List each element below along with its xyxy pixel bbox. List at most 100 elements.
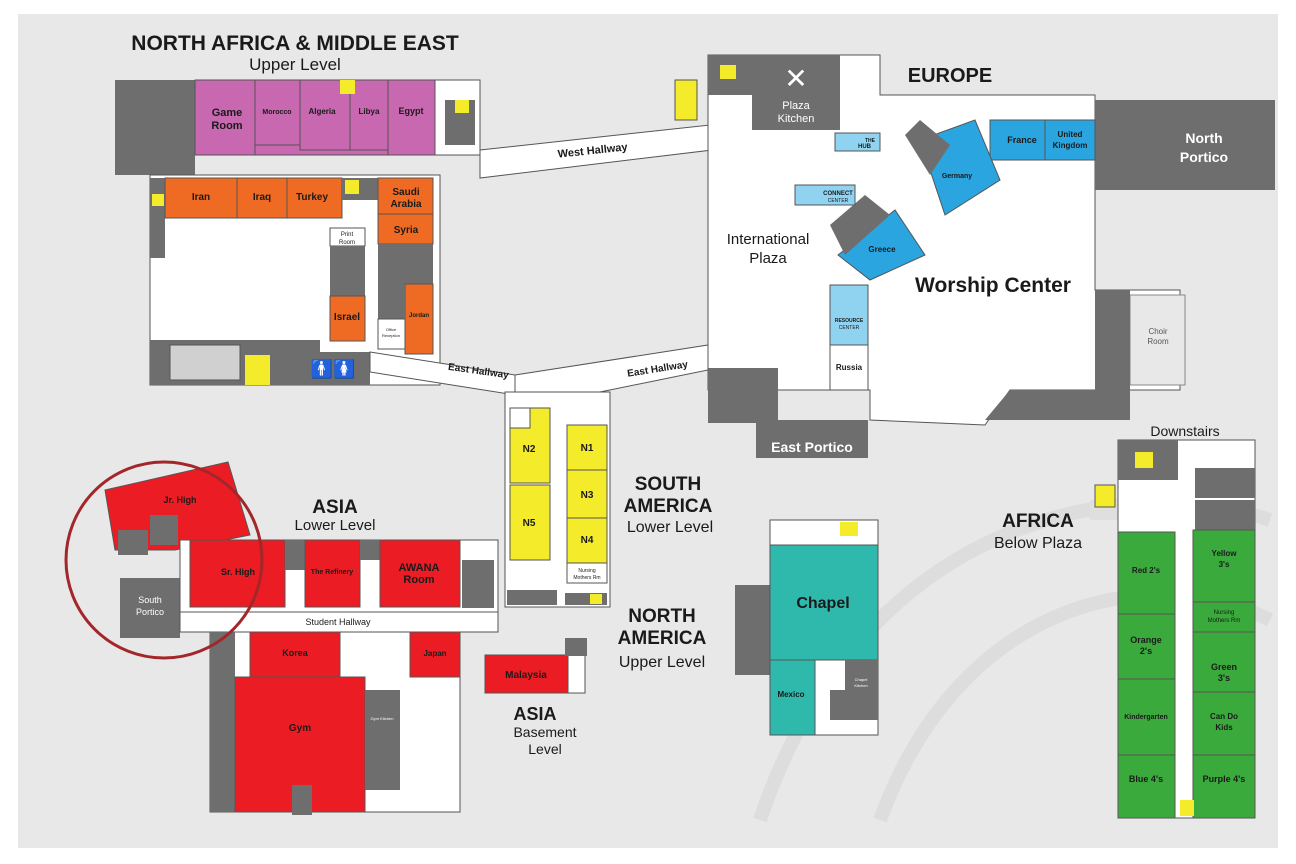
room-green-3s[interactable] bbox=[1192, 631, 1256, 693]
room-east-portico[interactable] bbox=[756, 420, 868, 458]
room-iraq[interactable] bbox=[236, 177, 288, 219]
elevator-icon bbox=[674, 79, 698, 121]
restroom-icon: 🚹🚺 bbox=[311, 358, 356, 379]
connect-label-2: CENTER bbox=[828, 198, 849, 204]
room-jordan[interactable] bbox=[404, 283, 434, 355]
south-america-area bbox=[504, 391, 611, 608]
nursing-africa-label-2: Mothers Rm bbox=[1208, 618, 1241, 624]
korea-label: Korea bbox=[282, 648, 309, 658]
stairs-icon bbox=[1135, 452, 1153, 468]
nursing-label-1: Nursing bbox=[578, 568, 595, 574]
jr-high-label: Jr. High bbox=[163, 495, 196, 505]
sr-high-label: Sr. High bbox=[221, 567, 255, 577]
green3-label-1: Green bbox=[1211, 662, 1237, 672]
egypt-label: Egypt bbox=[398, 106, 423, 116]
chapel-kitchen-label-2: Kitchen bbox=[854, 683, 867, 688]
room-blue-4s[interactable] bbox=[1117, 754, 1176, 819]
room-kindergarten[interactable] bbox=[1117, 678, 1176, 756]
room-chapel-kitchen[interactable] bbox=[845, 660, 878, 690]
room-france[interactable] bbox=[989, 119, 1046, 161]
asia-basement-subtitle-1: Basement bbox=[513, 724, 576, 740]
room-united-kingdom[interactable] bbox=[1044, 119, 1096, 161]
room-office-reception[interactable] bbox=[377, 318, 406, 350]
north-america-title-1: NORTH bbox=[628, 606, 696, 627]
asia-basement-title: ASIA bbox=[513, 704, 556, 724]
worship-center-label: Worship Center bbox=[915, 274, 1071, 297]
room-malaysia[interactable] bbox=[484, 654, 569, 694]
room-plaza-kitchen[interactable] bbox=[752, 55, 840, 130]
morocco-label: Morocco bbox=[262, 109, 291, 116]
room-chapel[interactable] bbox=[769, 544, 879, 661]
orange2-label-1: Orange bbox=[1130, 635, 1162, 645]
the-hub-sign[interactable] bbox=[834, 132, 881, 152]
jordan-label: Jordan bbox=[409, 313, 429, 319]
room-nursing-mothers-africa[interactable] bbox=[1192, 601, 1256, 633]
kitchen-icon: ✕ bbox=[784, 63, 807, 94]
room-nursing-mothers[interactable] bbox=[566, 562, 608, 584]
room-egypt[interactable] bbox=[387, 79, 436, 156]
blue4-label: Blue 4's bbox=[1129, 774, 1163, 784]
algeria-label: Algeria bbox=[308, 107, 336, 116]
asia-basement-subtitle-2: Level bbox=[528, 741, 561, 757]
hub-label-1: THE bbox=[865, 138, 876, 144]
saudi-label-1: Saudi bbox=[392, 187, 419, 198]
room-morocco[interactable] bbox=[254, 79, 301, 146]
south-america-title-2: AMERICA bbox=[624, 496, 713, 517]
room-korea[interactable] bbox=[249, 631, 341, 678]
room-resource-center[interactable] bbox=[829, 284, 869, 346]
chapel-label: Chapel bbox=[796, 595, 849, 612]
room-japan[interactable] bbox=[409, 631, 461, 678]
orange2-label-2: 2's bbox=[1140, 646, 1152, 656]
room-awana[interactable] bbox=[379, 539, 461, 608]
north-portico-label-2: Portico bbox=[1180, 149, 1228, 165]
highlight-circle bbox=[64, 460, 264, 660]
choir-label-1: Choir bbox=[1148, 327, 1167, 336]
room-syria[interactable] bbox=[377, 213, 434, 245]
room-n3[interactable] bbox=[566, 469, 608, 519]
south-america-subtitle: Lower Level bbox=[627, 519, 713, 536]
room-sr-high[interactable] bbox=[189, 539, 286, 608]
room-can-do-kids[interactable] bbox=[1192, 691, 1256, 756]
room-n5[interactable] bbox=[509, 484, 551, 561]
room-red-2s[interactable] bbox=[1117, 531, 1176, 615]
stairs-icon bbox=[345, 180, 359, 194]
room-saudi-arabia[interactable] bbox=[377, 177, 434, 215]
room-the-refinery[interactable] bbox=[304, 539, 361, 608]
saudi-label-2: Arabia bbox=[390, 199, 422, 210]
north-africa-area: 🚹🚺 bbox=[115, 79, 481, 386]
print-room-label-1: Print bbox=[341, 232, 354, 238]
asia-lower-area bbox=[104, 461, 499, 815]
room-mexico[interactable] bbox=[769, 659, 816, 736]
n2-label: N2 bbox=[523, 444, 536, 455]
room-orange-2s[interactable] bbox=[1117, 613, 1176, 680]
south-portico-label-2: Portico bbox=[136, 607, 164, 617]
game-room-label-2: Room bbox=[211, 120, 242, 132]
room-purple-4s[interactable] bbox=[1192, 754, 1256, 819]
international-plaza-label-2: Plaza bbox=[749, 250, 787, 267]
room-south-portico[interactable] bbox=[120, 578, 180, 638]
room-algeria[interactable] bbox=[299, 79, 351, 151]
connect-center-sign[interactable] bbox=[794, 184, 856, 206]
hub-label-2: HUB bbox=[858, 144, 872, 150]
awana-label-1: AWANA bbox=[399, 562, 440, 574]
room-israel[interactable] bbox=[329, 295, 366, 342]
room-turkey[interactable] bbox=[286, 177, 343, 219]
north-portico-label-1: North bbox=[1185, 130, 1222, 146]
room-north-portico[interactable] bbox=[1095, 100, 1275, 190]
south-portico-label-1: South bbox=[138, 595, 162, 605]
stairs-icon bbox=[840, 522, 858, 536]
green3-label-2: 3's bbox=[1218, 673, 1230, 683]
yellow3-label-1: Yellow bbox=[1212, 549, 1238, 558]
choir-label-2: Room bbox=[1147, 337, 1169, 346]
room-n1[interactable] bbox=[566, 424, 608, 471]
room-russia[interactable] bbox=[829, 344, 869, 391]
room-n4[interactable] bbox=[566, 517, 608, 564]
nursing-label-2: Mothers Rm bbox=[573, 575, 600, 581]
n1-label: N1 bbox=[581, 443, 594, 454]
room-choir-room[interactable] bbox=[1129, 294, 1186, 386]
red2-label: Red 2's bbox=[1132, 566, 1161, 575]
plaza-kitchen-label-2: Kitchen bbox=[778, 113, 815, 125]
room-game-room[interactable] bbox=[194, 79, 256, 156]
north-america-subtitle: Upper Level bbox=[619, 654, 705, 671]
